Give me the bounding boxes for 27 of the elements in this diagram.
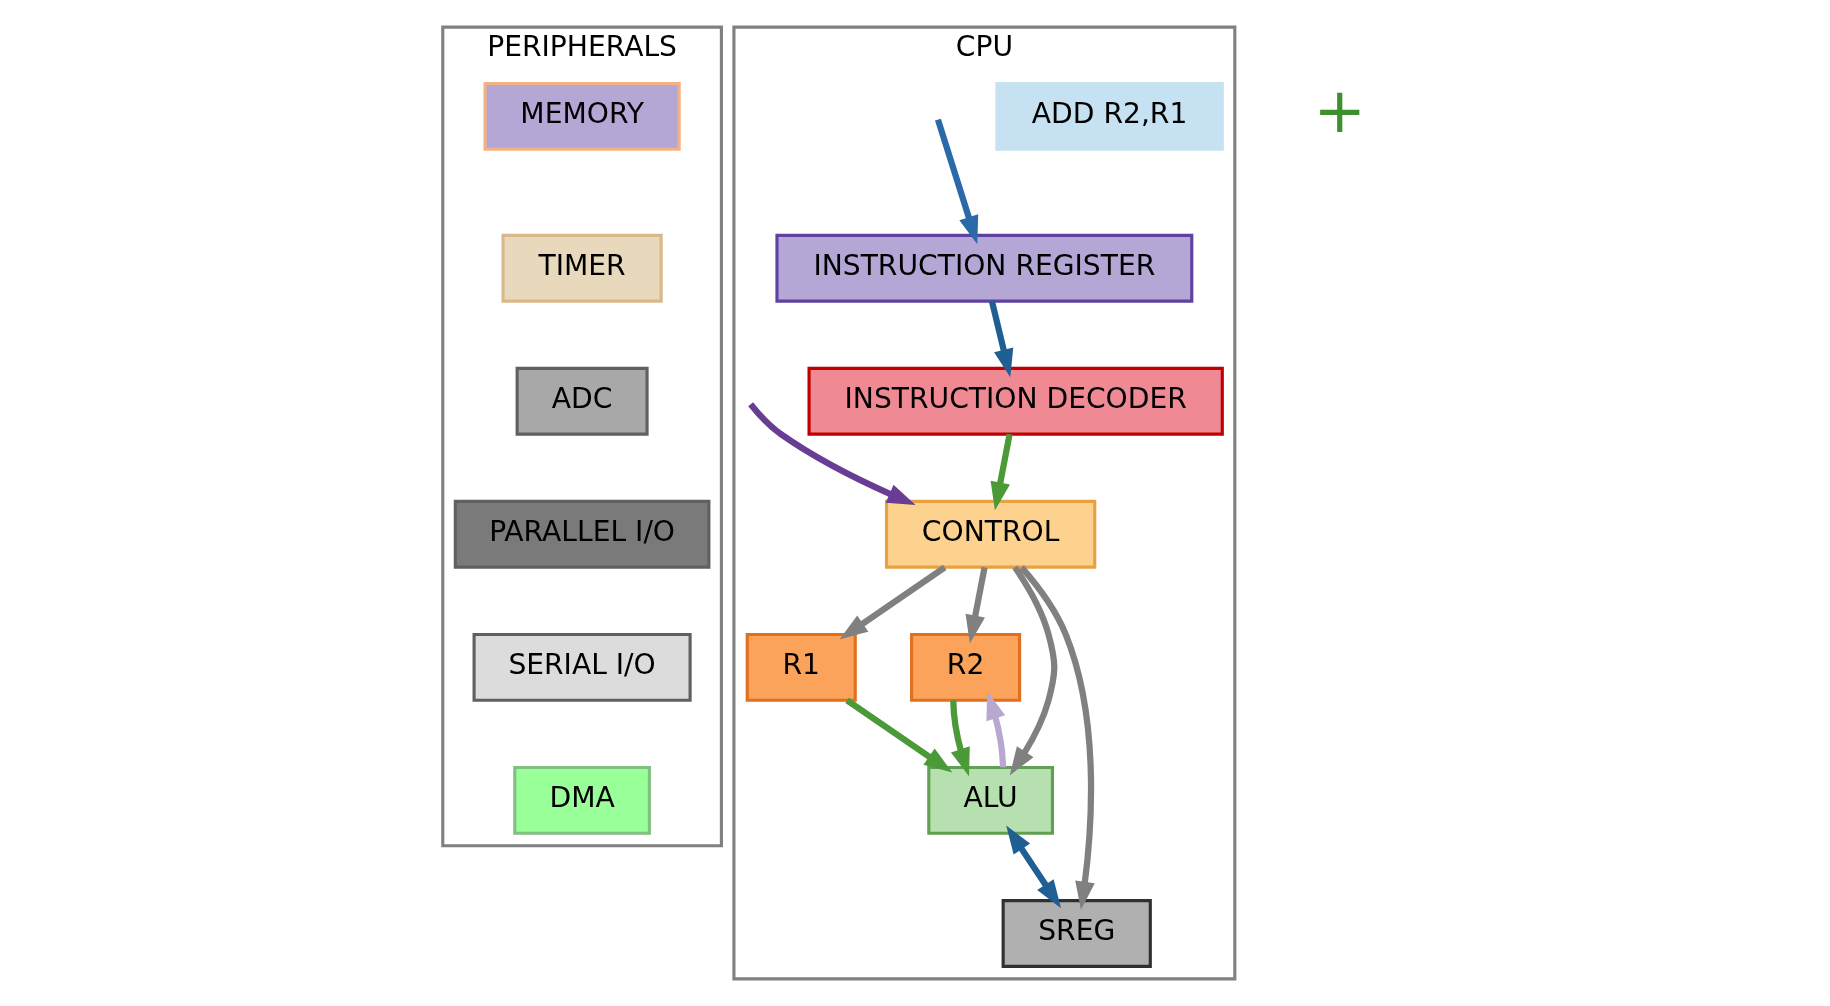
arrow bbox=[1009, 565, 1057, 776]
arrow bbox=[747, 402, 916, 506]
arrow bbox=[934, 118, 978, 245]
node-box: ALU bbox=[926, 765, 1054, 835]
node-box: CONTROL bbox=[884, 499, 1096, 569]
arrow bbox=[965, 566, 988, 644]
arrow bbox=[949, 700, 970, 777]
node-box: SERIAL I/O bbox=[472, 632, 692, 702]
node-box: TIMER bbox=[501, 233, 663, 303]
arrow bbox=[988, 300, 1013, 378]
node-box: R2 bbox=[909, 632, 1021, 702]
node-box: INSTRUCTION DECODER bbox=[807, 366, 1224, 436]
node-box: ADD R2,R1 bbox=[994, 81, 1224, 151]
arrow bbox=[990, 433, 1013, 511]
node-box: MEMORY bbox=[483, 81, 681, 151]
node-box: R1 bbox=[745, 632, 857, 702]
node-box: PARALLEL I/O bbox=[453, 499, 710, 569]
node-box: ADC bbox=[515, 366, 649, 436]
arrow bbox=[839, 564, 947, 640]
node-box: SREG bbox=[1001, 899, 1152, 968]
node-box: INSTRUCTION REGISTER bbox=[774, 233, 1193, 303]
arrow bbox=[1018, 565, 1095, 910]
label: + bbox=[1312, 74, 1366, 148]
node-box: DMA bbox=[512, 765, 651, 835]
arrow bbox=[985, 691, 1006, 768]
arrow bbox=[844, 697, 952, 773]
arrow bbox=[1005, 825, 1061, 909]
